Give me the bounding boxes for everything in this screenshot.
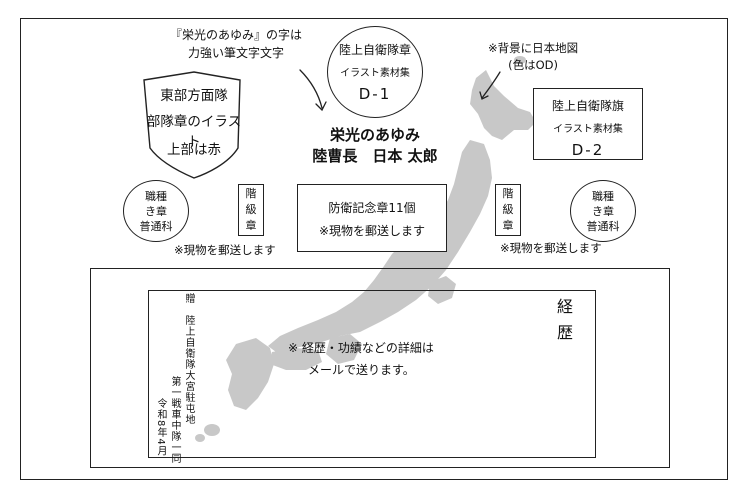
presentation-date: 令和8年4月	[155, 398, 166, 457]
emblem-d1-subtitle: イラスト素材集	[340, 68, 410, 79]
branch-badge-line: 普通科	[586, 219, 620, 233]
medal-mail-note: ※現物を郵送します	[318, 224, 426, 238]
map-honshu	[268, 140, 492, 352]
map-island-1	[204, 424, 220, 436]
branch-badge-line: 普通科	[139, 219, 173, 233]
rank-badge-right: 階 級 章	[495, 184, 521, 236]
presented-mark: 贈	[183, 293, 194, 304]
career-note-line: ※ 経歴・功績などの詳細は	[288, 341, 434, 355]
calligraphy-note: 『栄光のあゆみ』の字は 力強い筆文字文字	[170, 26, 302, 62]
branch-badge-line: き章	[592, 204, 614, 218]
rank-badge-char: 章	[502, 219, 514, 232]
organization-name: 陸上自衛隊大宮駐屯地	[183, 315, 194, 425]
career-card	[148, 290, 596, 458]
background-note-line: (色はOD)	[508, 58, 559, 72]
commemorative-medal-box: 防衛記念章11個 ※現物を郵送します	[297, 184, 447, 252]
branch-badge-right: 職種 き章 普通科	[570, 180, 636, 242]
arrow-calligraphy	[299, 69, 323, 109]
flag-d2-title: 陸上自衛隊旗	[551, 99, 624, 113]
calligraphy-note-line: 力強い筆文字文字	[188, 46, 285, 60]
emblem-d1-title: 陸上自衛隊章	[338, 43, 411, 57]
rank-badge-char: 階	[245, 187, 257, 200]
shield-line-1: 東部方面隊	[160, 88, 228, 104]
map-shikoku	[270, 348, 322, 370]
rank-badge-char: 級	[502, 203, 514, 216]
branch-badge-line: 職種	[145, 189, 167, 203]
shield-outline	[143, 71, 241, 179]
flag-d2-box: 陸上自衛隊旗 イラスト素材集 D-2	[533, 88, 643, 160]
map-kyushu	[226, 338, 274, 410]
mail-note-left: ※現物を郵送します	[174, 243, 276, 257]
calligraphy-note-line: 『栄光のあゆみ』の字は	[170, 28, 303, 42]
recipient-name: 陸曹長 日本 太郎	[312, 147, 438, 165]
rank-badge-char: 階	[502, 187, 514, 200]
map-island-3	[514, 56, 526, 64]
career-panel	[90, 268, 670, 468]
branch-badge-left: 職種 き章 普通科	[123, 180, 189, 242]
rank-badge-left: 階 級 章	[238, 184, 264, 236]
flag-d2-subtitle: イラスト素材集	[553, 124, 623, 135]
career-note: ※ 経歴・功績などの詳細は メールで送ります。	[288, 337, 434, 381]
background-note: ※背景に日本地図 (色はOD)	[488, 40, 578, 74]
flag-d2-code: D-2	[571, 141, 605, 159]
map-hokkaido	[470, 70, 536, 140]
career-title: 経歴	[554, 298, 573, 350]
arrow-calligraphy-head	[315, 101, 327, 112]
rank-badge-char: 級	[245, 203, 257, 216]
shield-line-3: 上部は赤	[167, 142, 221, 158]
emblem-d1-code: D-1	[358, 85, 392, 103]
title-block: 栄光のあゆみ 陸曹長 日本 太郎	[300, 125, 450, 167]
medal-count: 防衛記念章11個	[328, 201, 416, 215]
map-island-2	[195, 434, 205, 442]
background-note-line: ※背景に日本地図	[488, 41, 579, 55]
arrow-map-head	[479, 91, 489, 100]
shield-line-2: 部隊章のイラスト	[146, 114, 242, 150]
branch-badge-line: 職種	[592, 189, 614, 203]
mail-note-right: ※現物を郵送します	[500, 241, 602, 255]
rank-badge-char: 章	[245, 219, 257, 232]
branch-badge-line: き章	[145, 204, 167, 218]
arrow-map	[481, 71, 501, 99]
unit-name: 第一戦車中隊一同	[169, 376, 180, 464]
map-kii	[326, 334, 362, 364]
career-note-line: メールで送ります。	[308, 363, 415, 377]
main-title: 栄光のあゆみ	[329, 126, 420, 144]
emblem-d1-circle: 陸上自衛隊章 イラスト素材集 D-1	[327, 26, 423, 118]
